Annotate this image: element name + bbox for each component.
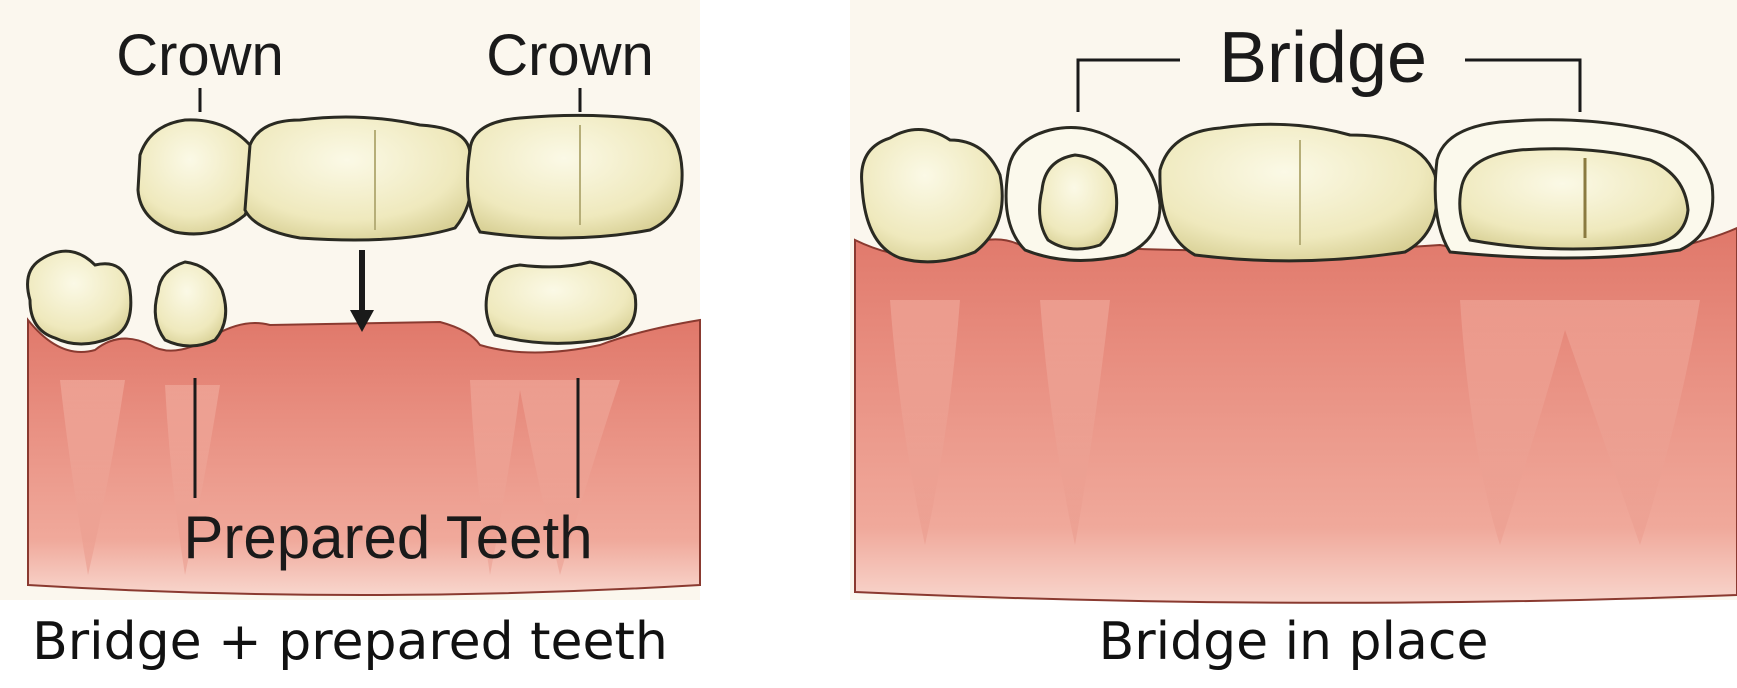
right-caption: Bridge in place: [850, 612, 1737, 672]
crown-label-left: Crown: [116, 23, 284, 88]
bridge-floating-pontic: [245, 117, 472, 240]
left-caption: Bridge + prepared teeth: [0, 612, 700, 672]
prepared-tooth-under-left: [1040, 155, 1117, 249]
left-panel: Crown Crown Prepared Teeth: [0, 0, 700, 600]
bridge-floating: [138, 115, 682, 240]
left-molar-tooth: [28, 251, 131, 344]
prepared-tooth-right: [486, 262, 636, 343]
prepared-teeth-label: Prepared Teeth: [183, 504, 592, 571]
bridge-in-place: [1006, 120, 1713, 261]
bridge-pontic: [1160, 124, 1437, 261]
bridge-label: Bridge: [1219, 18, 1427, 98]
right-panel: Bridge: [850, 0, 1737, 603]
prepared-tooth-under-right: [1460, 149, 1688, 249]
bridge-floating-crown-left: [138, 120, 254, 234]
bridge-floating-crown-right: [468, 115, 683, 238]
right-molar-tooth: [862, 129, 1003, 261]
crown-label-right: Crown: [486, 23, 654, 88]
